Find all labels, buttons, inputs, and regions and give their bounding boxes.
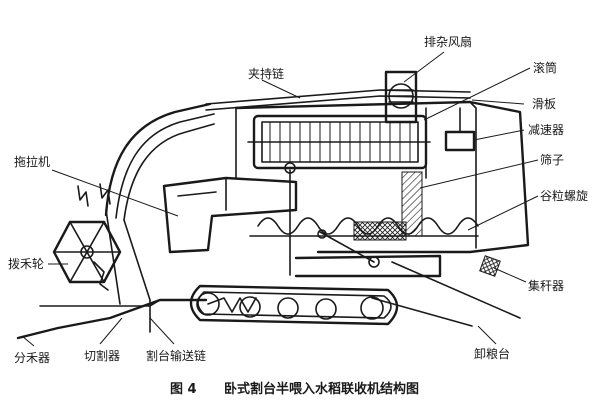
label-paizafengshan: 排杂风扇 (424, 34, 472, 49)
top-rails (205, 89, 471, 111)
leader-jiansuqi (473, 129, 525, 141)
label-tuolaji: 拖拉机 (14, 154, 50, 169)
leader-gunjong (423, 67, 531, 121)
leader-paizafengshan (403, 51, 445, 83)
caption-title: 卧式割台半喂入水稻联收机结构图 (224, 381, 419, 397)
threshing-drum (247, 107, 431, 179)
leader-guliluoxuan (467, 195, 539, 231)
leader-getaishusonglian (149, 317, 175, 345)
label-jiachilian: 夹持链 (248, 66, 284, 81)
header-frame (16, 209, 208, 340)
label-jiganqi: 集秆器 (528, 278, 564, 293)
leader-shaizi (419, 159, 539, 189)
label-shaizi: 筛子 (540, 152, 564, 167)
straw-collector (479, 255, 501, 277)
label-guliluoxuan: 谷粒螺旋 (540, 188, 588, 203)
leader-jiachilian (261, 79, 301, 99)
tractor-body (162, 162, 298, 276)
label-gunjong: 滚筒 (533, 60, 557, 75)
label-jiansuqi: 减速器 (528, 123, 564, 137)
leader-qiegeqi (99, 317, 123, 345)
label-qiegeqi: 切割器 (84, 348, 120, 363)
leader-xieliangtai (477, 325, 497, 345)
reducer-box (444, 107, 476, 152)
unloading-deck (294, 254, 521, 327)
label-xieliangtai: 卸粮台 (474, 346, 510, 361)
leader-jiganqi (493, 267, 527, 283)
caption-figure-number: 图 4 (170, 382, 197, 397)
label-huaban: 滑板 (532, 97, 556, 111)
label-fenheqi: 分禾器 (14, 351, 50, 365)
clamping-chain (104, 102, 215, 221)
leader-tuolaji (51, 169, 179, 217)
leader-lines (21, 51, 539, 347)
label-getaishusonglian: 割台输送链 (146, 348, 206, 363)
leader-huaban (471, 99, 525, 105)
machine-housing (234, 100, 530, 254)
reel (52, 183, 122, 291)
crawler-track (189, 284, 399, 326)
label-bohelun: 拨禾轮 (8, 257, 44, 271)
leader-fenheqi (21, 335, 35, 347)
discharge-chute (353, 221, 407, 241)
